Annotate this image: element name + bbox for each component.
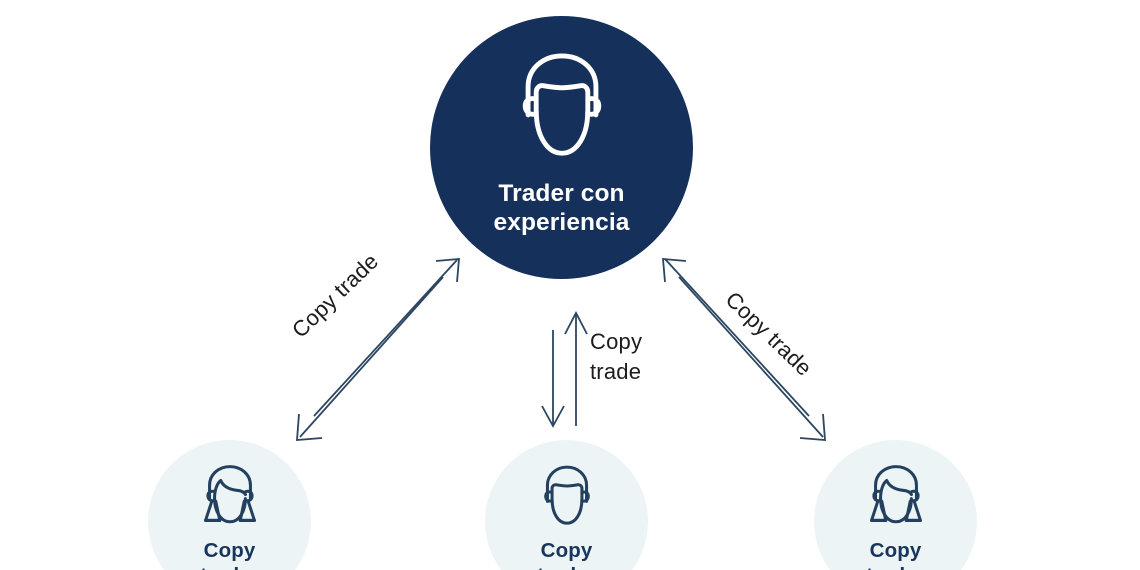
trader-label-line1: Trader con — [498, 180, 625, 207]
copy-trader-node-2: Copy trader — [485, 440, 648, 570]
connector-label-center: Copy trade — [590, 327, 680, 388]
copy-trader-label-3: Copy trader — [821, 538, 971, 570]
copy-trader-label-2-line1: Copy — [540, 539, 593, 562]
female-face-icon — [203, 465, 256, 524]
copy-trader-label-1-line2: trader — [200, 564, 259, 570]
female-face-icon — [869, 465, 922, 524]
copy-trader-label-3-line1: Copy — [869, 539, 922, 562]
copy-trader-label-3-line2: trader — [866, 564, 925, 570]
connector-label-left: Copy trade — [286, 248, 384, 343]
connector-center-inbound — [564, 311, 588, 426]
male-face-icon — [543, 465, 590, 525]
copy-trader-label-2-line2: trader — [537, 564, 596, 570]
male-face-icon — [522, 53, 601, 156]
copy-trader-label-1-line1: Copy — [203, 539, 256, 562]
connector-label-center-line1: Copy — [590, 329, 643, 354]
connector-label-center-line2: trade — [590, 359, 642, 385]
copy-trader-node-3: Copy trader — [814, 440, 977, 570]
copy-trader-node-1: Copy trader — [148, 440, 311, 570]
copy-trader-label-2: Copy trader — [492, 538, 642, 570]
trader-node: Trader con experiencia — [430, 16, 693, 279]
trader-label-line2: experiencia — [493, 208, 630, 236]
copy-trader-label-1: Copy trader — [155, 538, 305, 570]
trader-node-label: Trader con experiencia — [457, 180, 667, 238]
connector-center-outbound — [541, 330, 565, 428]
connector-label-right: Copy trade — [720, 286, 817, 381]
